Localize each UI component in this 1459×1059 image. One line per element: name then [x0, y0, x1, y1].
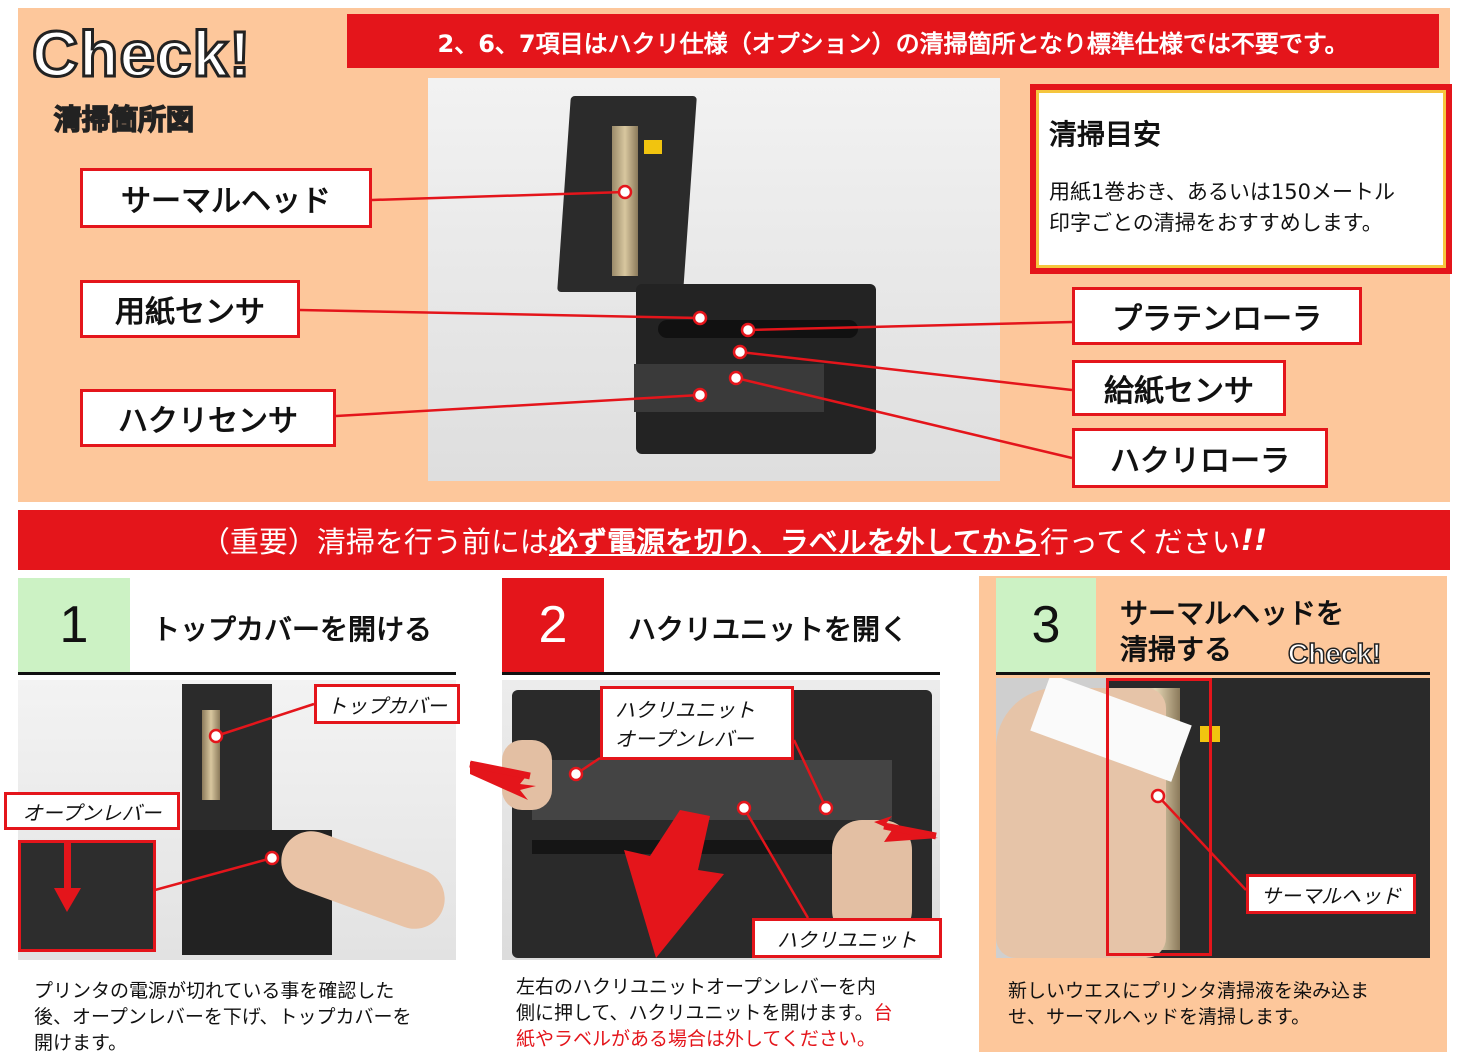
step1-down-arrow-shaft	[64, 840, 71, 890]
dot-peel-sensor	[692, 387, 708, 403]
dot-thermal-head	[617, 184, 633, 200]
leader-platen-roller	[747, 320, 1073, 332]
guide-line-2: 印字ごとの清掃をおすすめします。	[1049, 211, 1383, 235]
step-2-photo	[502, 680, 940, 960]
step-2-label-peel-unit: ハクリユニット	[752, 918, 942, 958]
step-3-head-highlight	[1106, 678, 1212, 956]
dot-platen-roller	[740, 322, 756, 338]
step2-big-down-arrow	[624, 810, 724, 958]
leader-step2-peel-unit	[742, 807, 810, 919]
step2-push-arrow-left	[470, 762, 536, 800]
check-title: Check!	[30, 17, 252, 92]
dot-paper-sensor	[692, 310, 708, 326]
guide-line-1: 用紙1巻おき、あるいは150メートル	[1049, 180, 1395, 204]
leader-thermal-head	[371, 190, 626, 202]
thermal-head-bar	[612, 126, 638, 276]
step-1-label-open-lever: オープンレバー	[4, 792, 180, 830]
dot-step2-right-lever	[818, 800, 834, 816]
warning-prefix: （重要）清掃を行う前には	[200, 525, 549, 559]
step-3-description: 新しいウエスにプリンタ清掃液を染み込ま せ、サーマルヘッドを清掃します。	[1008, 980, 1370, 1028]
dot-peel-roller	[728, 370, 744, 386]
warning-bar: （重要）清掃を行う前には必ず電源を切り、ラベルを外してから行ってください!!	[18, 510, 1450, 570]
callout-peel-sensor: ハクリセンサ	[80, 389, 336, 447]
callout-thermal-head: サーマルヘッド	[80, 168, 372, 228]
leader-paper-sensor	[299, 308, 701, 320]
callout-peel-roller: ハクリローラ	[1072, 428, 1328, 488]
step-3-number: 3	[996, 578, 1096, 672]
leader-step1-open-lever	[154, 856, 273, 892]
step-1-inset-photo	[18, 840, 156, 952]
step-3-check-badge: Check!	[1287, 637, 1382, 670]
guide-title: 清掃目安	[1049, 118, 1162, 151]
dot-step2-peel-unit	[736, 800, 752, 816]
section-subtitle: 清掃箇所図	[53, 102, 195, 137]
leader-peel-sensor	[335, 393, 701, 418]
cleaning-guide-box: 清掃目安 用紙1巻おき、あるいは150メートル 印字ごとの清掃をおすすめします。	[1030, 84, 1452, 274]
callout-paper-sensor: 用紙センサ	[80, 280, 300, 338]
dot-step2-left-lever	[568, 766, 584, 782]
step-2-underline	[502, 672, 940, 675]
step2-right-arrow-shaft	[883, 822, 937, 840]
dot-step3-thermal-head	[1150, 788, 1166, 804]
step-3-underline	[996, 672, 1430, 675]
warning-sticker-icon	[644, 140, 662, 154]
step-1-title: トップカバーを開ける	[152, 613, 433, 646]
step-1-underline	[18, 672, 456, 675]
step-1-description: プリンタの電源が切れている事を確認した 後、オープンレバーを下げ、トップカバーを…	[34, 980, 412, 1054]
step-3-title-line-2: 清掃する	[1120, 633, 1233, 666]
step-2-label-peel-lever: ハクリユニット オープンレバー	[600, 686, 794, 760]
step-3-title-line-1: サーマルヘッドを	[1120, 597, 1345, 630]
step2-left-arrow-shaft	[469, 760, 531, 780]
step-1-label-top-cover: トップカバー	[314, 684, 460, 724]
option-note-banner: 2、6、7項目はハクリ仕様（オプション）の清掃箇所となり標準仕様では不要です。	[347, 14, 1439, 68]
option-note-text: 2、6、7項目はハクリ仕様（オプション）の清掃箇所となり標準仕様では不要です。	[437, 29, 1349, 58]
printer-photo	[428, 78, 1000, 481]
leader-peel-roller	[735, 376, 1073, 460]
peel-unit-shape	[634, 364, 824, 412]
warning-suffix: 行ってください	[1039, 525, 1241, 559]
callout-feed-sensor: 給紙センサ	[1072, 360, 1286, 416]
step-3-label-thermal-head: サーマルヘッド	[1246, 874, 1416, 914]
leader-step3-thermal-head	[1157, 795, 1247, 891]
dot-step1-open-lever	[264, 850, 280, 866]
warning-emphasis: 必ず電源を切り、ラベルを外してから	[548, 525, 1040, 559]
step-2-title: ハクリユニットを開く	[628, 613, 909, 646]
step-2-number: 2	[502, 578, 604, 672]
callout-platen-roller: プラテンローラ	[1072, 287, 1362, 345]
step1-down-arrow-head	[54, 888, 81, 912]
step-2-description: 左右のハクリユニットオープンレバーを内 側に押して、ハクリユニットを開けます。台…	[516, 976, 893, 1050]
dot-feed-sensor	[732, 344, 748, 360]
leader-step2-right-lever	[792, 739, 828, 809]
leader-step1-top-cover	[215, 702, 315, 738]
dot-step1-top-cover	[208, 728, 224, 744]
warning-mark: !!	[1240, 523, 1268, 557]
leader-feed-sensor	[739, 350, 1073, 392]
step-1-number: 1	[18, 578, 130, 672]
